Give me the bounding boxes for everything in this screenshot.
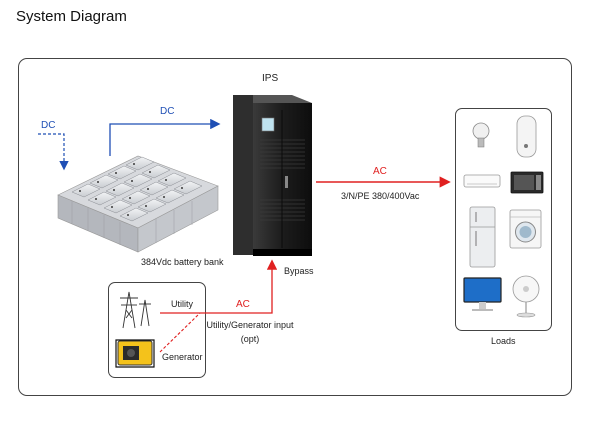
- monitor-icon: [463, 277, 502, 311]
- refrigerator-icon: [469, 206, 496, 268]
- dc-link-label: DC: [160, 106, 175, 117]
- ac-input-label: AC: [236, 299, 250, 310]
- battery-label: 384Vdc battery bank: [141, 257, 224, 267]
- loads-label: Loads: [491, 336, 516, 346]
- ips-label: IPS: [262, 73, 279, 84]
- fan-icon: [512, 275, 540, 318]
- microwave-icon: [510, 171, 544, 194]
- bypass-label: Bypass: [284, 266, 314, 276]
- washing-machine-icon: [509, 209, 542, 249]
- output-spec-label: 3/N/PE 380/400Vac: [341, 191, 420, 201]
- air-conditioner-icon: [463, 174, 501, 188]
- ac-output-label: AC: [373, 166, 387, 177]
- dc-input-label: DC: [41, 120, 56, 131]
- water-heater-icon: [516, 115, 537, 158]
- light-bulb-icon: [472, 122, 490, 148]
- dc-link-line: [109, 118, 221, 156]
- utility-label: Utility: [171, 299, 193, 309]
- power-tower-icon: [120, 291, 151, 329]
- battery-bank-icon: [57, 155, 219, 253]
- ips-cabinet-icon: [233, 95, 312, 256]
- generator-icon: [115, 339, 155, 368]
- page-title: System Diagram: [16, 8, 127, 25]
- dc-input-line: [38, 133, 69, 171]
- input-note-line1: Utility/Generator input: [206, 320, 294, 330]
- input-note-line2: (opt): [240, 334, 260, 344]
- diagram-frame: [18, 58, 572, 396]
- generator-label: Generator: [162, 352, 203, 362]
